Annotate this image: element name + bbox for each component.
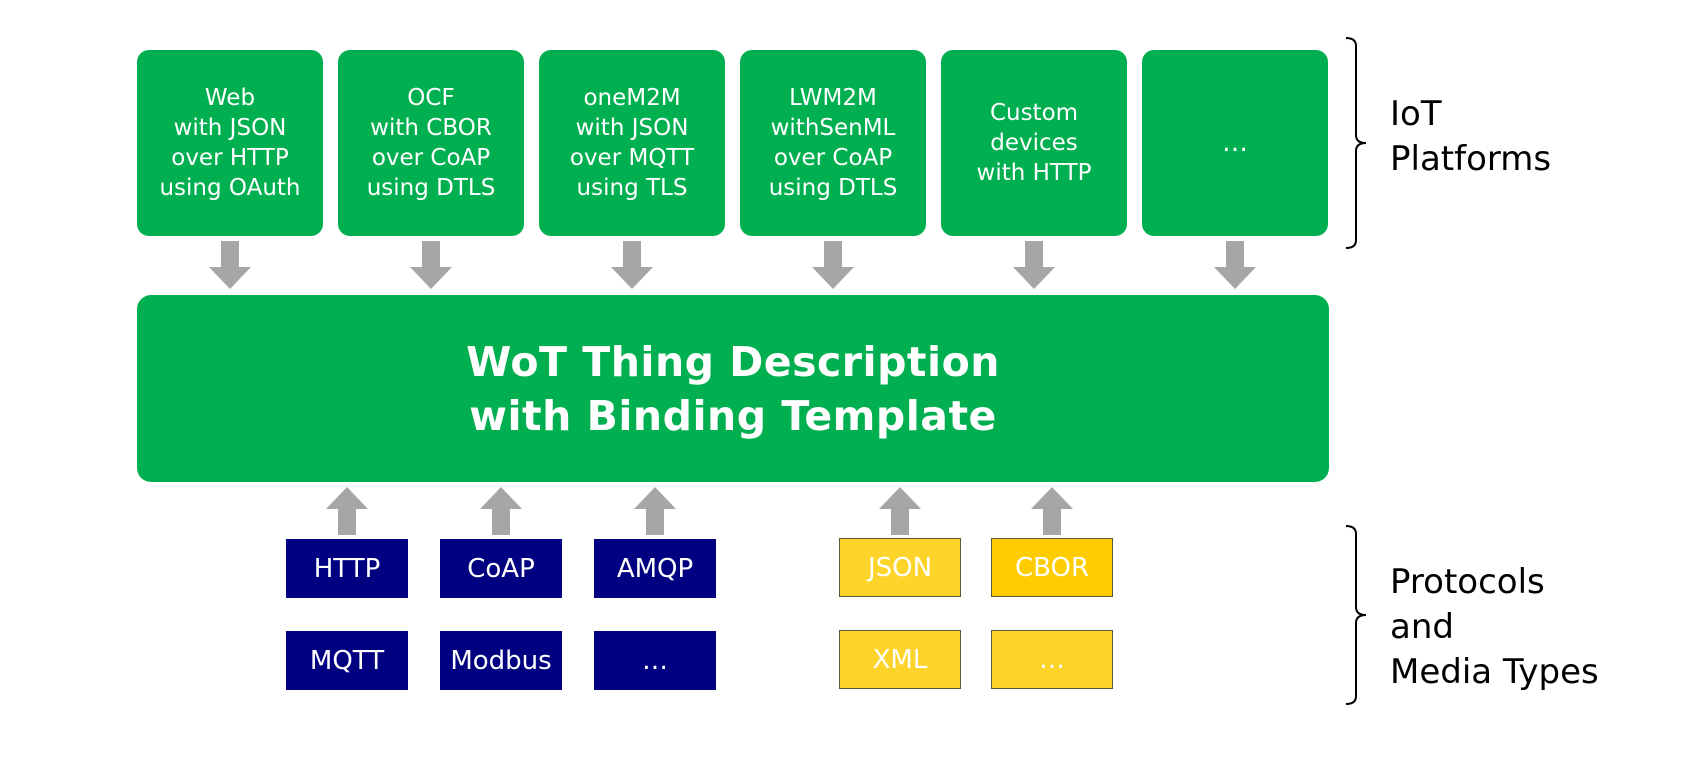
protocol-mqtt: MQTT xyxy=(286,631,408,690)
protocols-media-bracket xyxy=(1345,525,1367,705)
protocol-modbus: Modbus xyxy=(440,631,562,690)
up-arrow-icon xyxy=(634,487,676,535)
platform-more: … xyxy=(1142,50,1328,236)
platform-ocf: OCF with CBOR over CoAP using DTLS xyxy=(338,50,524,236)
platform-custom-devices: Custom devices with HTTP xyxy=(941,50,1127,236)
media-type-json: JSON xyxy=(839,538,961,597)
media-type-xml: XML xyxy=(839,630,961,689)
media-type-cbor: CBOR xyxy=(991,538,1113,597)
thing-description-box: WoT Thing Description with Binding Templ… xyxy=(137,295,1329,482)
media-type-more: … xyxy=(991,630,1113,689)
down-arrow-icon xyxy=(1013,241,1055,289)
iot-platforms-bracket xyxy=(1345,37,1367,249)
up-arrow-icon xyxy=(326,487,368,535)
down-arrow-icon xyxy=(410,241,452,289)
protocol-amqp: AMQP xyxy=(594,539,716,598)
up-arrow-icon xyxy=(1031,487,1073,535)
protocol-coap: CoAP xyxy=(440,539,562,598)
up-arrow-icon xyxy=(480,487,522,535)
iot-platforms-label: IoT Platforms xyxy=(1390,94,1552,179)
protocol-http: HTTP xyxy=(286,539,408,598)
protocol-more: … xyxy=(594,631,716,690)
platform-web: Web with JSON over HTTP using OAuth xyxy=(137,50,323,236)
up-arrow-icon xyxy=(879,487,921,535)
down-arrow-icon xyxy=(1214,241,1256,289)
platform-onem2m: oneM2M with JSON over MQTT using TLS xyxy=(539,50,725,236)
protocols-media-label: Protocols and Media Types xyxy=(1390,562,1599,692)
down-arrow-icon xyxy=(812,241,854,289)
platform-lwm2m: LWM2M withSenML over CoAP using DTLS xyxy=(740,50,926,236)
down-arrow-icon xyxy=(611,241,653,289)
down-arrow-icon xyxy=(209,241,251,289)
thing-description-title: WoT Thing Description with Binding Templ… xyxy=(466,337,1000,440)
